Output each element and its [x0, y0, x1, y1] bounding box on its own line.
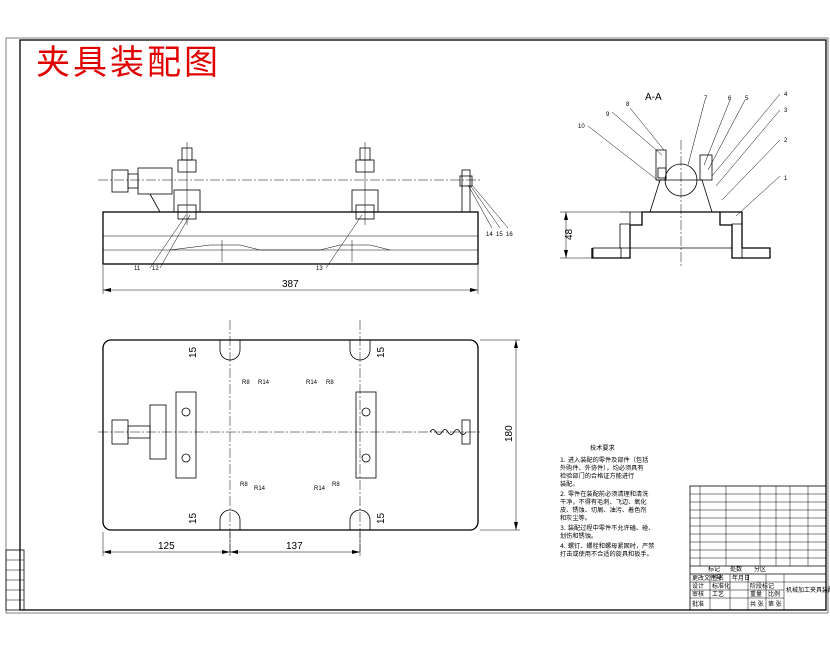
- tb-label: 重量: [750, 590, 762, 598]
- tech-line: 干净，不得有毛刺、飞边、氧化: [560, 498, 647, 506]
- tb-label: 年月日: [732, 574, 750, 582]
- part-number-4: 4: [784, 92, 788, 98]
- front-view: 11 12 13 14 15 16 387: [98, 142, 513, 294]
- tech-line: 皮、锈蚀、切屑、油污、着色剂: [560, 506, 647, 514]
- part-number-7: 7: [704, 96, 708, 102]
- tb-label: 比例: [768, 590, 780, 598]
- title-block: 标记 处数 分区 更改文件号 签名 年月日 设计 标准化 审核 工艺 批准 阶段…: [689, 485, 830, 611]
- tech-heading: 技术要求: [590, 444, 615, 452]
- part-number-3: 3: [784, 108, 788, 114]
- part-number-14: 14: [486, 232, 493, 238]
- radius-label: R14: [258, 380, 270, 386]
- inner-frame: [19, 39, 827, 611]
- dim-left-span: 125: [158, 541, 175, 552]
- tb-label: 批准: [692, 600, 704, 608]
- tech-line: 装配。: [560, 480, 579, 488]
- part-number-16: 16: [506, 232, 513, 238]
- top-view: 15 15 15 15 R8 R14 R14 R8 R8 R14 R14 R8 …: [98, 320, 520, 556]
- tb-label: 工艺: [712, 590, 724, 598]
- dim-width: 180: [504, 425, 515, 442]
- part-number-10: 10: [578, 124, 585, 130]
- radius-label: R8: [332, 482, 340, 488]
- tech-line: 检验部门的合格证方能进行: [560, 472, 634, 480]
- part-number-8: 8: [626, 102, 630, 108]
- part-number-2: 2: [784, 138, 788, 144]
- radius-label: R8: [242, 380, 250, 386]
- dim-slot-top-right: 15: [376, 346, 387, 358]
- outer-frame: [5, 37, 829, 614]
- tb-label: 设计: [692, 582, 704, 590]
- tb-label: 处数: [730, 565, 742, 573]
- tb-label: 更改文件号: [692, 574, 722, 582]
- tb-label: 标记: [708, 565, 720, 573]
- tb-label: 审核: [692, 590, 704, 598]
- part-number-6: 6: [728, 96, 732, 102]
- part-number-11: 11: [134, 266, 141, 272]
- part-number-13: 13: [316, 266, 323, 272]
- revision-strip: [5, 549, 25, 611]
- part-number-12: 12: [152, 266, 159, 272]
- dim-slot-bottom-left: 15: [188, 512, 199, 524]
- side-view-section: A-A 1 2 3 4 5 6 7 8 9 10: [560, 92, 788, 268]
- radius-label: R8: [326, 380, 334, 386]
- dim-length: 387: [282, 279, 299, 290]
- tech-line: 1. 进入装配的零件及部件（包括: [560, 456, 648, 464]
- radius-label: R14: [314, 486, 326, 492]
- radius-label: R8: [240, 482, 248, 488]
- part-number-9: 9: [606, 112, 610, 118]
- tech-line: 和灰尘等。: [560, 514, 591, 522]
- dim-slot-bottom-right: 15: [376, 512, 387, 524]
- part-number-1: 1: [784, 176, 788, 182]
- tb-label: 共 张: [750, 600, 764, 608]
- section-label: A-A: [645, 92, 662, 103]
- tech-line: 划伤和锈蚀。: [560, 532, 597, 540]
- part-number-5: 5: [745, 96, 749, 102]
- technical-requirements: 技术要求 1. 进入装配的零件及部件（包括 外购件、外协件），均必须具有 检验部…: [560, 444, 655, 558]
- dim-slot-top-left: 15: [188, 346, 199, 358]
- tb-label: 标准化: [712, 582, 730, 590]
- tb-label: 第 张: [768, 600, 782, 608]
- tb-label: 分区: [754, 565, 766, 573]
- part-number-15: 15: [496, 232, 503, 238]
- dim-right-span: 137: [286, 541, 303, 552]
- tb-label: 签名: [712, 574, 724, 582]
- drawing-name: 机械加工夹具装配图: [786, 586, 830, 594]
- dim-height: 48: [564, 228, 575, 240]
- tech-line: 2. 零件在装配前必须清理和清洗: [560, 490, 649, 498]
- radius-label: R14: [306, 380, 318, 386]
- drawing-title: 夹具装配图: [36, 43, 221, 83]
- radius-label: R14: [254, 486, 266, 492]
- tech-line: 外购件、外协件），均必须具有: [560, 464, 644, 472]
- tech-line: 3. 装配过程中零件不允许磕、碰、: [560, 524, 655, 532]
- tech-line: 打击或使用不合适的旋具和扳手。: [560, 550, 653, 558]
- tb-label: 阶段标记: [750, 582, 774, 590]
- tech-line: 4. 螺钉、螺栓和螺母紧固时，严禁: [560, 542, 655, 550]
